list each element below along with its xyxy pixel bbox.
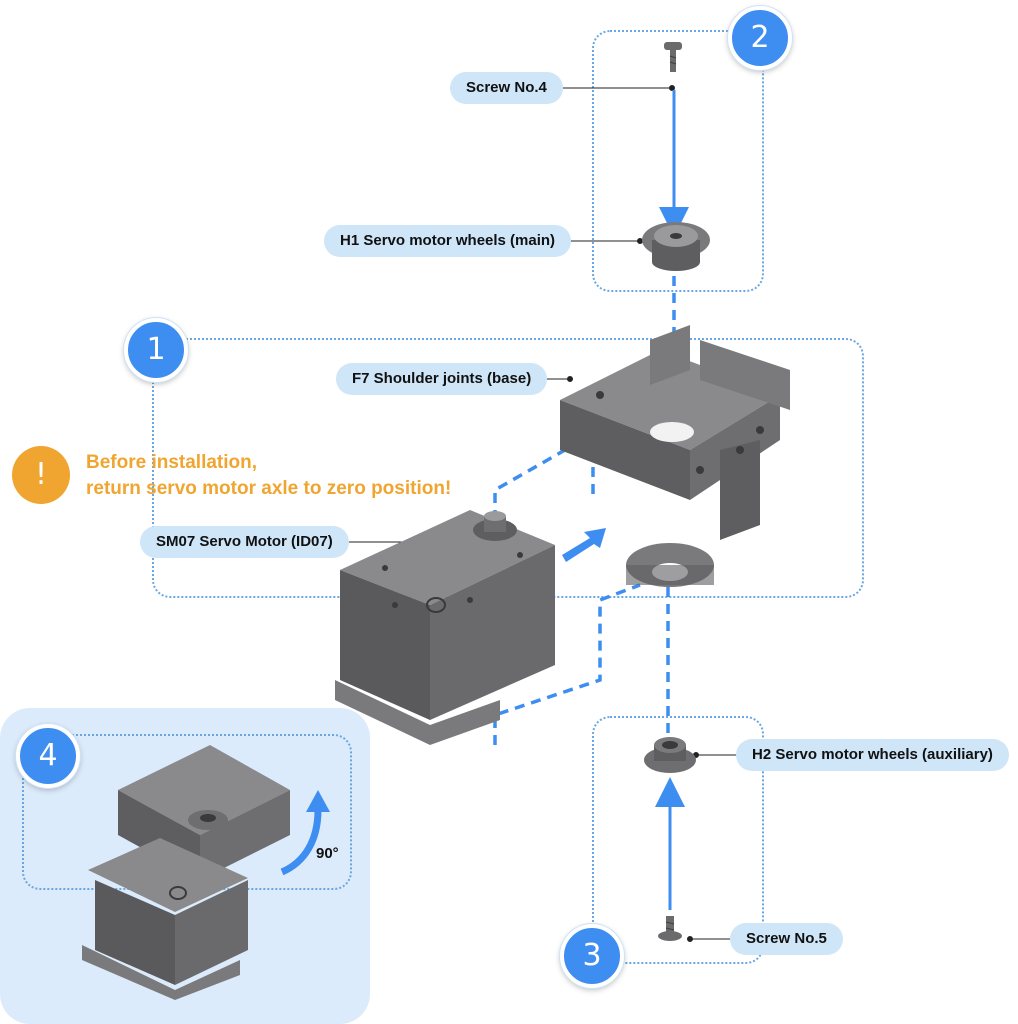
warning-text: Before installation, return servo motor …: [86, 450, 451, 502]
step3-group-box: [592, 716, 764, 964]
sm07-motor-label: SM07 Servo Motor (ID07): [140, 526, 349, 558]
h1-wheel-label: H1 Servo motor wheels (main): [324, 225, 572, 257]
f7-joint-label: F7 Shoulder joints (base): [336, 363, 548, 395]
screw4-label: Screw No.4: [450, 72, 563, 104]
step-badge-1: 1: [124, 318, 188, 382]
step4-assembled-part: [82, 745, 290, 1000]
f7-shoulder-joint-part: [560, 325, 790, 587]
step-badge-4: 4: [16, 724, 80, 788]
insert-arrow: [562, 528, 606, 562]
screw4-part: [664, 42, 682, 72]
warning-icon: !: [12, 446, 70, 504]
step-badge-3: 3: [560, 924, 624, 988]
h2-wheel-label: H2 Servo motor wheels (auxiliary): [736, 739, 1009, 771]
warning-line-2: return servo motor axle to zero position…: [86, 478, 452, 499]
h1-wheel-part: [642, 222, 710, 271]
screw5-part: [658, 916, 682, 941]
step2-group-box: [592, 30, 764, 292]
h2-wheel-part: [644, 737, 696, 773]
screw5-label: Screw No.5: [730, 923, 843, 955]
sm07-servo-motor-part: [335, 510, 555, 745]
step-badge-2: 2: [728, 6, 792, 70]
rotation-angle-label: 90°: [316, 845, 339, 862]
rotation-arrow: [280, 809, 322, 876]
warning-line-1: Before installation,: [86, 452, 258, 473]
